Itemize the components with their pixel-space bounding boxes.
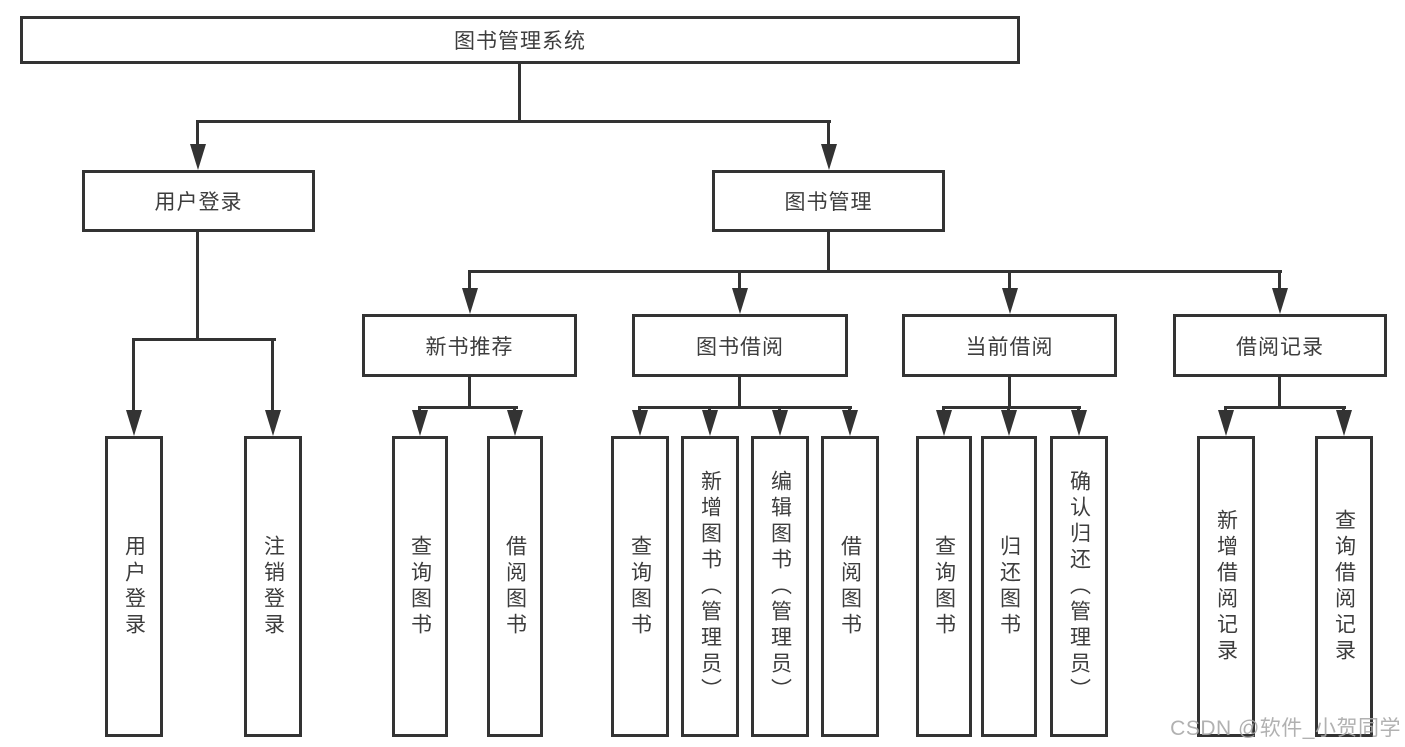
- connector-line: [468, 270, 1282, 273]
- arrow-down-icon: [821, 144, 837, 170]
- connector-line: [1278, 270, 1281, 292]
- arrow-down-icon: [1218, 410, 1234, 436]
- arrow-down-icon: [772, 410, 788, 436]
- leaf-query-books-borrowing: 查询图书: [611, 436, 669, 737]
- arrow-down-icon: [265, 410, 281, 436]
- node-label: 图书借阅: [696, 335, 784, 359]
- connector-line: [468, 270, 471, 292]
- connector-line: [1008, 374, 1011, 409]
- arrow-down-icon: [632, 410, 648, 436]
- arrow-down-icon: [507, 410, 523, 436]
- node-label: 新书推荐: [425, 335, 514, 359]
- leaf-label: 确认归还（管理员）: [1067, 469, 1091, 704]
- connector-line: [196, 120, 199, 148]
- node-user-login: 用户登录: [82, 170, 315, 232]
- leaf-add-books-admin: 新增图书（管理员）: [681, 436, 739, 737]
- arrow-down-icon: [1071, 410, 1087, 436]
- node-label: 当前借阅: [965, 335, 1054, 359]
- arrow-down-icon: [1001, 410, 1017, 436]
- leaf-query-books-recommend: 查询图书: [392, 436, 448, 737]
- leaf-query-borrow-record: 查询借阅记录: [1315, 436, 1373, 737]
- csdn-watermark: CSDN @软件_小贺同学: [1170, 717, 1401, 740]
- arrow-down-icon: [732, 288, 748, 314]
- arrow-down-icon: [412, 410, 428, 436]
- leaf-logout: 注销登录: [244, 436, 302, 737]
- node-label: 图书管理: [784, 191, 873, 214]
- arrow-down-icon: [1336, 410, 1352, 436]
- leaf-borrow-books-borrowing: 借阅图书: [821, 436, 879, 737]
- leaf-label: 查询借阅记录: [1332, 508, 1356, 665]
- arrow-down-icon: [842, 410, 858, 436]
- leaf-user-login: 用户登录: [105, 436, 163, 737]
- connector-line: [827, 120, 830, 148]
- node-library-system: 图书管理系统: [20, 16, 1020, 64]
- leaf-label: 注销登录: [261, 534, 285, 639]
- node-label: 借阅记录: [1236, 335, 1324, 359]
- connector-line: [196, 229, 199, 341]
- arrow-down-icon: [1002, 288, 1018, 314]
- node-current-borrowing: 当前借阅: [902, 314, 1117, 377]
- leaf-add-borrow-record: 新增借阅记录: [1197, 436, 1255, 737]
- connector-line: [638, 406, 852, 409]
- connector-line: [518, 64, 521, 123]
- leaf-label: 借阅图书: [503, 534, 527, 639]
- connector-line: [738, 270, 741, 292]
- connector-line: [132, 338, 135, 414]
- connector-line: [418, 406, 518, 409]
- leaf-edit-books-admin: 编辑图书（管理员）: [751, 436, 809, 737]
- connector-line: [738, 374, 741, 409]
- connector-line: [942, 406, 1081, 409]
- node-book-borrowing: 图书借阅: [632, 314, 848, 377]
- node-label: 用户登录: [154, 191, 243, 214]
- arrow-down-icon: [936, 410, 952, 436]
- connector-line: [271, 338, 274, 414]
- arrow-down-icon: [190, 144, 206, 170]
- node-borrow-records: 借阅记录: [1173, 314, 1387, 377]
- connector-line: [132, 338, 276, 341]
- connector-line: [1224, 406, 1346, 409]
- arrow-down-icon: [702, 410, 718, 436]
- leaf-label: 查询图书: [408, 534, 432, 639]
- leaf-label: 新增图书（管理员）: [698, 469, 722, 704]
- connector-line: [197, 120, 831, 123]
- leaf-label: 归还图书: [997, 534, 1021, 639]
- leaf-label: 用户登录: [122, 534, 146, 639]
- node-new-book-recommend: 新书推荐: [362, 314, 577, 377]
- connector-line: [1278, 374, 1281, 409]
- leaf-query-books-current: 查询图书: [916, 436, 972, 737]
- node-book-management: 图书管理: [712, 170, 945, 232]
- arrow-down-icon: [1272, 288, 1288, 314]
- leaf-label: 查询图书: [628, 534, 652, 639]
- leaf-label: 查询图书: [932, 534, 956, 639]
- leaf-confirm-return-admin: 确认归还（管理员）: [1050, 436, 1108, 737]
- leaf-borrow-books-recommend: 借阅图书: [487, 436, 543, 737]
- node-label: 图书管理系统: [454, 30, 586, 53]
- arrow-down-icon: [126, 410, 142, 436]
- arrow-down-icon: [462, 288, 478, 314]
- leaf-label: 编辑图书（管理员）: [768, 469, 792, 704]
- connector-line: [827, 229, 830, 273]
- leaf-return-books: 归还图书: [981, 436, 1037, 737]
- connector-line: [1008, 270, 1011, 292]
- leaf-label: 借阅图书: [838, 534, 862, 639]
- connector-line: [468, 374, 471, 409]
- leaf-label: 新增借阅记录: [1214, 508, 1238, 665]
